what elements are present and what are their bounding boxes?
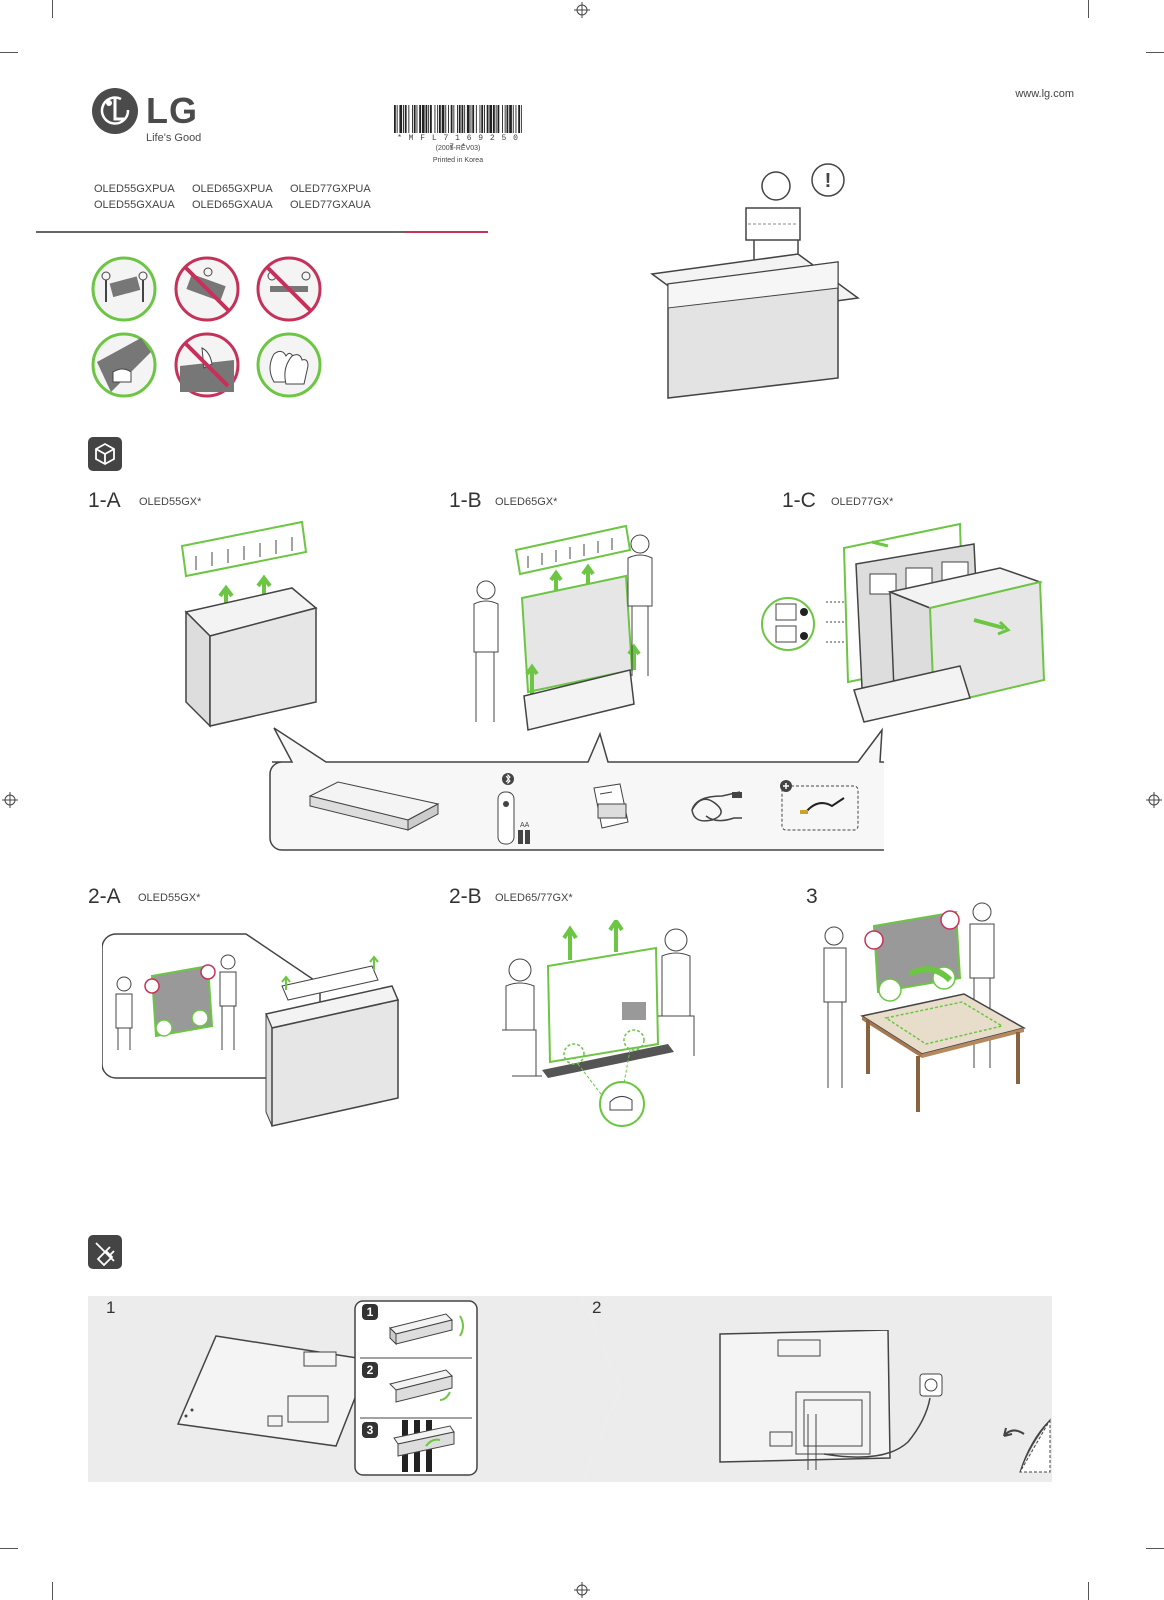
crop-mark <box>52 0 53 18</box>
manual-icon <box>593 783 629 829</box>
step-label: 2-B <box>449 885 482 908</box>
registration-mark-icon <box>2 792 18 808</box>
model-tag: OLED65GX* <box>495 496 558 508</box>
header-divider-accent <box>406 231 488 233</box>
page-turn-icon <box>1003 1418 1051 1473</box>
sub-step-number: 2 <box>366 1363 374 1377</box>
registration-mark-icon <box>1146 792 1162 808</box>
unpacking-section-icon <box>88 437 122 471</box>
unpack-55-illustration <box>180 520 318 728</box>
crop-mark <box>1146 1548 1164 1549</box>
sub-step-badge: 2 <box>362 1362 378 1378</box>
battery-label: AA <box>520 822 530 829</box>
step-label: 2-A <box>88 885 121 908</box>
model-tag: OLED77GX* <box>831 496 894 508</box>
person-reading-manual-illustration: ! <box>650 163 860 399</box>
model-name: OLED55GXPUA <box>94 183 175 195</box>
model-tag: OLED65/77GX* <box>495 892 573 904</box>
step-label: 1-A <box>88 489 121 512</box>
step-label: 1 <box>106 1298 116 1317</box>
lift-tv-55-illustration <box>102 933 400 1127</box>
sub-step-number: 3 <box>366 1423 374 1437</box>
place-tv-on-table-illustration <box>823 902 1026 1112</box>
power-cable-icon <box>691 791 742 822</box>
website-link[interactable]: www.lg.com <box>1015 88 1074 100</box>
connection-section-icon <box>88 1235 122 1269</box>
model-name: OLED55GXAUA <box>94 199 175 211</box>
brand-name: LG <box>146 90 198 131</box>
lift-tv-65-77-illustration <box>502 920 695 1127</box>
sub-step-badge: 1 <box>362 1304 378 1320</box>
remote-control-icon <box>497 791 530 845</box>
model-name: OLED65GXAUA <box>192 199 273 211</box>
registration-mark-icon <box>574 1582 590 1598</box>
one-person-carry-icon <box>174 256 240 322</box>
lg-logo-icon <box>92 88 138 134</box>
flat-carry-icon <box>256 256 322 322</box>
sub-step-badge: 3 <box>362 1422 378 1438</box>
step-label: 3 <box>806 885 818 908</box>
crop-mark <box>1146 52 1164 53</box>
model-name: OLED77GXPUA <box>290 183 371 195</box>
revision-code: (2005-REV03) <box>435 145 481 152</box>
step-label: 1-B <box>449 489 482 512</box>
printed-in: Printed in Korea <box>432 157 484 164</box>
crop-mark <box>52 1582 53 1600</box>
lg-logo: LG Life's Good <box>92 88 222 148</box>
tv-back-lying-illustration <box>176 1335 372 1447</box>
crop-mark <box>0 1548 18 1549</box>
model-tag: OLED55GX* <box>138 892 201 904</box>
sub-step-number: 1 <box>366 1305 374 1319</box>
two-person-carry-icon <box>91 256 157 322</box>
stand-box-icon <box>308 781 440 831</box>
step-label: 1-C <box>782 489 816 512</box>
model-name: OLED65GXPUA <box>192 183 273 195</box>
model-tag: OLED55GX* <box>139 496 202 508</box>
bluetooth-icon <box>502 773 514 785</box>
step-label: 2 <box>592 1298 602 1317</box>
touch-screen-icon <box>174 332 240 398</box>
crop-mark <box>1088 1582 1089 1600</box>
unpack-65-illustration <box>473 524 653 731</box>
model-name: OLED77GXAUA <box>290 199 371 211</box>
optional-cable-icon <box>780 780 859 831</box>
model-list: OLED55GXPUA OLED65GXPUA OLED77GXPUA OLED… <box>94 183 404 211</box>
unpack-77-illustration <box>761 522 1046 723</box>
crop-mark <box>0 52 18 53</box>
header-divider <box>36 231 488 233</box>
barcode-number: * M F L 7 1 6 9 2 5 0 7 * <box>397 134 519 152</box>
registration-mark-icon <box>574 2 590 18</box>
hold-edge-icon <box>91 332 157 398</box>
gloves-icon <box>256 332 322 398</box>
svg-text:!: ! <box>825 170 832 192</box>
brand-tagline: Life's Good <box>146 132 202 144</box>
crop-mark <box>1088 0 1089 18</box>
barcode <box>394 105 522 133</box>
tv-back-standing-illustration <box>719 1330 943 1470</box>
cable-clip-steps-box <box>354 1300 478 1476</box>
